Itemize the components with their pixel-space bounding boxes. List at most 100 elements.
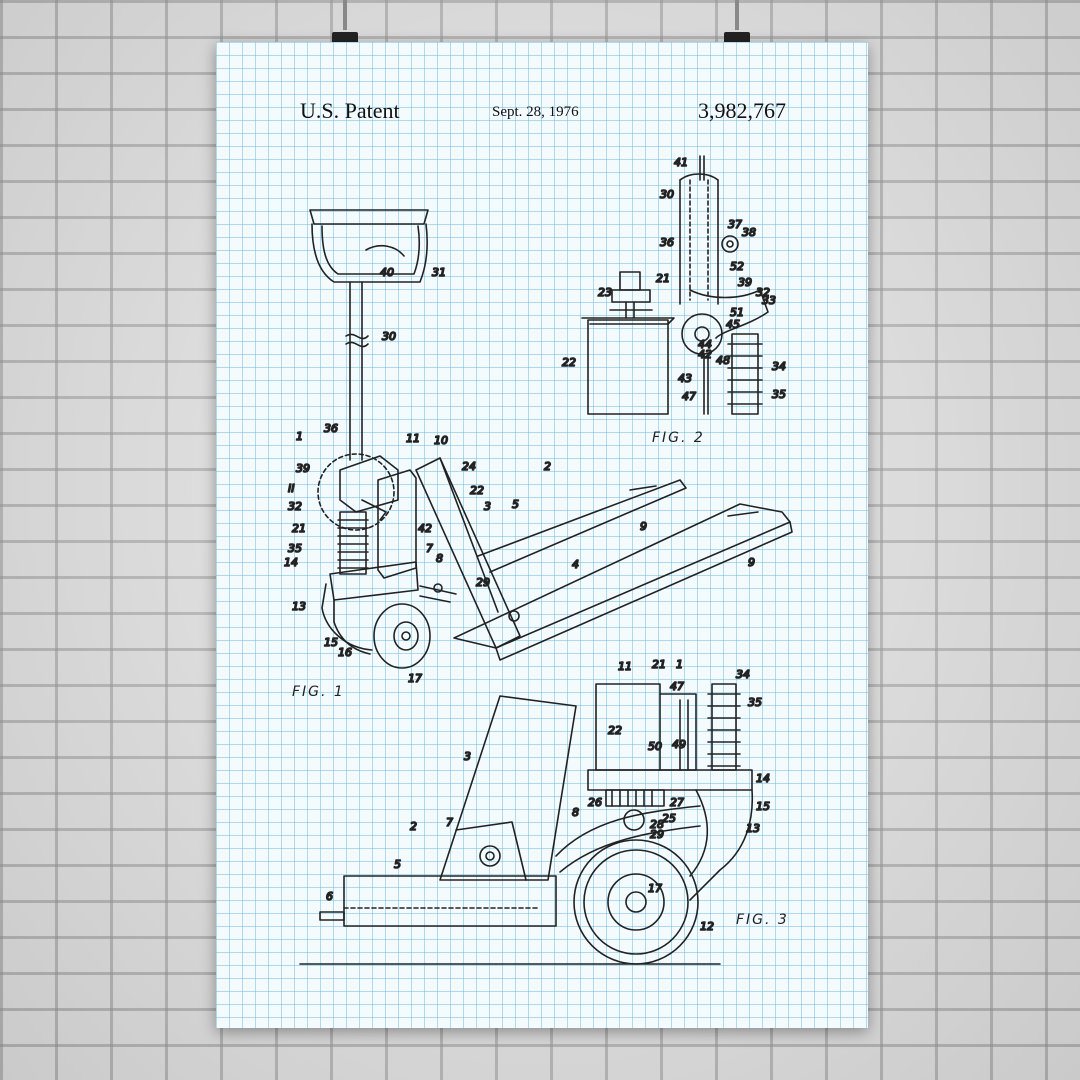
svg-text:35: 35 [772,388,786,401]
fig1-drawing [309,209,793,669]
svg-text:12: 12 [700,920,714,933]
fig1-label: FIG. 1 [292,684,345,700]
svg-text:39: 39 [296,462,310,475]
patent-label: U.S. Patent [300,98,400,123]
spring-housing [339,511,367,575]
svg-text:8: 8 [436,552,443,565]
svg-text:42: 42 [698,348,712,361]
svg-text:7: 7 [426,542,433,555]
svg-text:15: 15 [756,800,770,813]
svg-text:50: 50 [648,740,662,753]
svg-text:9: 9 [640,520,647,533]
svg-text:33: 33 [762,294,776,307]
svg-text:23: 23 [598,286,612,299]
svg-text:47: 47 [682,390,696,403]
svg-text:43: 43 [678,372,692,385]
patent-date: Sept. 28, 1976 [492,104,579,120]
svg-text:13: 13 [746,822,760,835]
svg-text:49: 49 [672,738,686,751]
svg-text:9: 9 [748,556,755,569]
handle-loop [311,223,428,283]
patent-header: U.S. Patent Sept. 28, 1976 3,982,767 [300,98,790,128]
fig2-drawing [581,155,769,415]
svg-text:15: 15 [324,636,338,649]
svg-text:34: 34 [772,360,786,373]
svg-text:32: 32 [756,286,770,299]
svg-text:1: 1 [676,658,683,671]
svg-text:47: 47 [670,680,684,693]
svg-text:37: 37 [728,218,742,231]
svg-text:22: 22 [608,724,622,737]
svg-text:11: 11 [618,660,632,673]
svg-text:6: 6 [326,890,333,903]
svg-text:32: 32 [288,500,302,513]
svg-text:26: 26 [588,796,602,809]
svg-text:22: 22 [470,484,484,497]
svg-text:17: 17 [408,672,422,685]
svg-text:4: 4 [572,558,579,571]
svg-text:1: 1 [296,430,303,443]
svg-text:21: 21 [292,522,306,535]
fig3-wheel [573,839,699,965]
svg-text:45: 45 [726,318,740,331]
svg-text:36: 36 [324,422,338,435]
svg-text:5: 5 [394,858,401,871]
svg-text:2: 2 [544,460,551,473]
svg-text:14: 14 [756,772,770,785]
svg-text:30: 30 [660,188,674,201]
svg-text:38: 38 [742,226,756,239]
svg-text:35: 35 [748,696,762,709]
steer-wheel [373,603,431,669]
svg-text:11: 11 [406,432,420,445]
fig3-drawing [299,683,754,965]
fig2-block [587,319,669,415]
svg-text:41: 41 [674,156,688,169]
svg-text:40: 40 [380,266,394,279]
svg-text:2: 2 [410,820,417,833]
svg-text:31: 31 [432,266,446,279]
fork-left [477,479,687,573]
svg-text:3: 3 [484,500,491,513]
svg-text:17: 17 [648,882,662,895]
tiller-shaft [349,281,363,461]
handle-grip [309,209,429,225]
svg-text:30: 30 [382,330,396,343]
svg-text:16: 16 [338,646,352,659]
svg-text:3: 3 [464,750,471,763]
svg-text:42: 42 [418,522,432,535]
fork-right [453,503,791,649]
svg-text:29: 29 [650,828,664,841]
fork-frame [415,457,521,649]
svg-text:22: 22 [562,356,576,369]
svg-text:7: 7 [446,816,453,829]
svg-text:28: 28 [650,818,664,831]
svg-text:10: 10 [434,434,448,447]
svg-text:8: 8 [572,806,579,819]
svg-text:39: 39 [738,276,752,289]
fig3-fork [343,875,557,927]
svg-text:27: 27 [670,796,684,809]
svg-text:29: 29 [476,576,490,589]
fig3-label: FIG. 3 [736,912,789,928]
detail-circle [317,453,395,531]
svg-text:21: 21 [652,658,666,671]
svg-text:21: 21 [656,272,670,285]
svg-text:34: 34 [736,668,750,681]
svg-text:13: 13 [292,600,306,613]
svg-text:44: 44 [698,338,712,351]
svg-text:5: 5 [512,498,519,511]
svg-text:14: 14 [284,556,298,569]
svg-text:51: 51 [730,306,744,319]
svg-text:52: 52 [730,260,744,273]
fig3-cylinder [595,683,661,771]
svg-text:36: 36 [660,236,674,249]
patent-number: 3,982,767 [698,98,786,123]
svg-text:25: 25 [662,812,676,825]
svg-text:35: 35 [288,542,302,555]
svg-text:II: II [288,482,295,495]
fig3-frame [439,695,577,881]
svg-text:48: 48 [716,354,730,367]
svg-text:24: 24 [462,460,476,473]
fig2-label: FIG. 2 [652,430,705,446]
